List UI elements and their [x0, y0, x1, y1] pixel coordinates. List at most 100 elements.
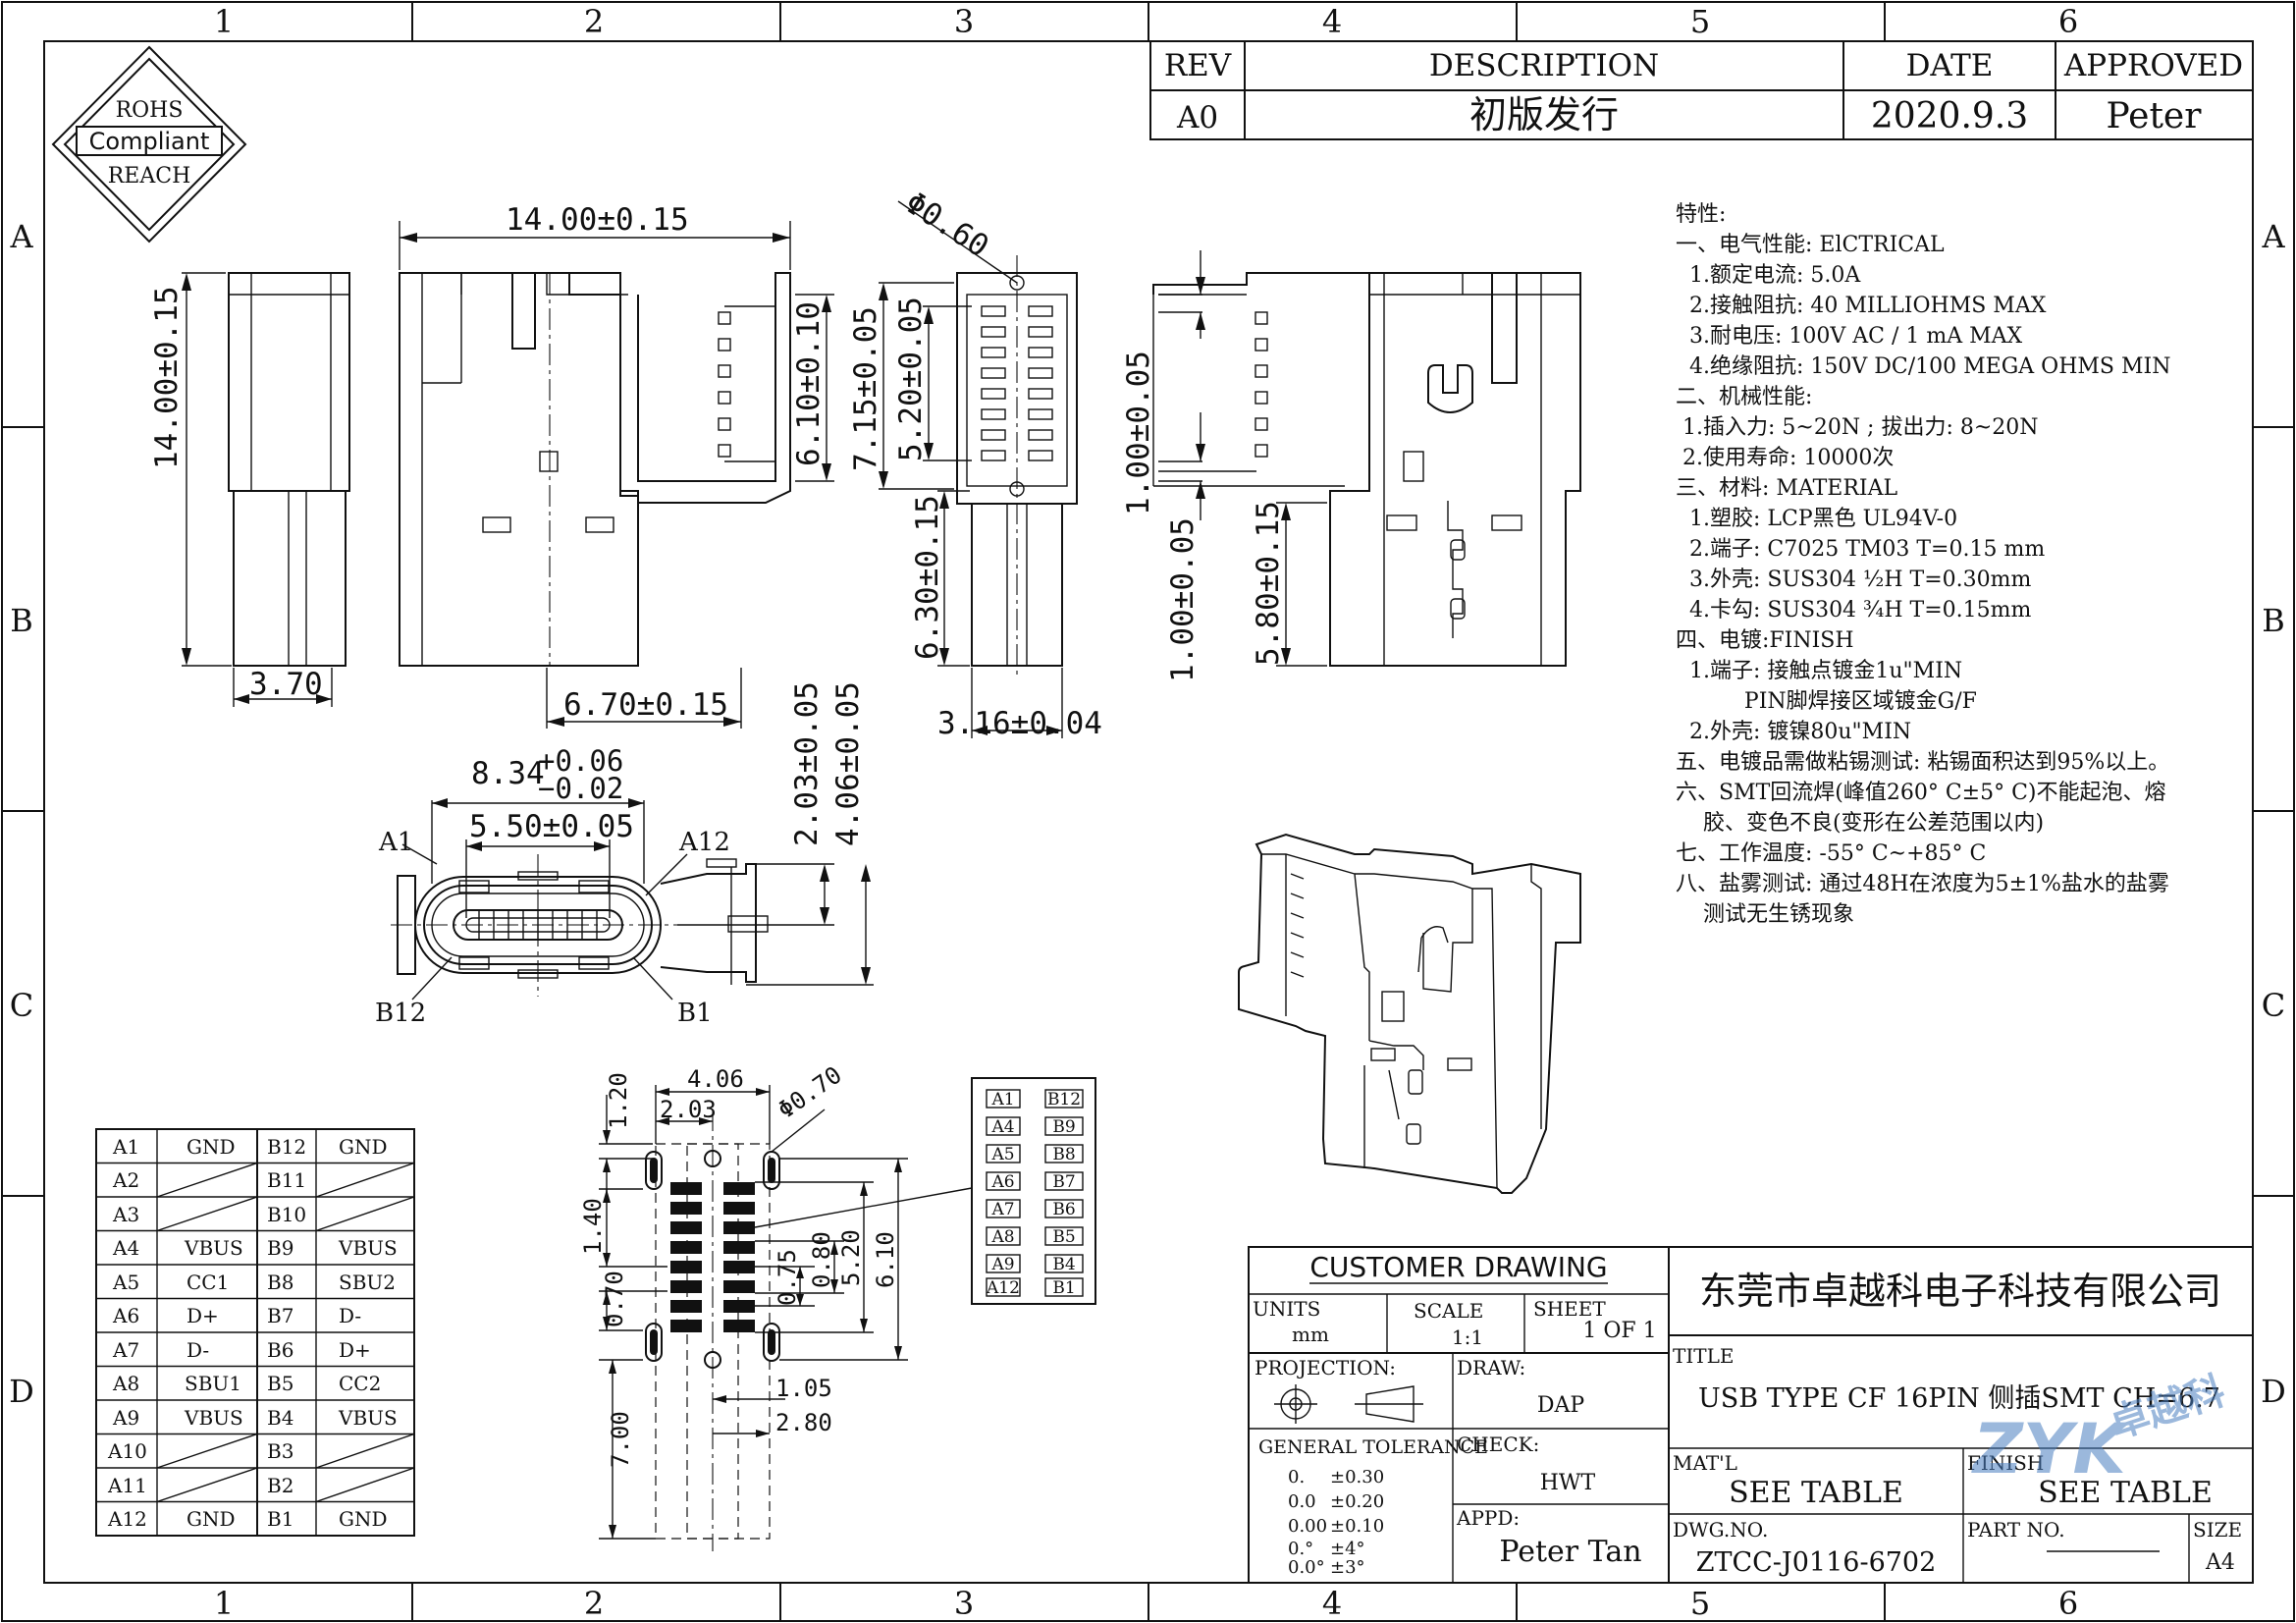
- fp-dim-700: 7.00: [607, 1411, 634, 1468]
- projection-label: PROJECTION:: [1255, 1356, 1396, 1380]
- dim-715: 7.15±0.05: [848, 306, 883, 471]
- revision-header-approved: APPROVED: [2063, 48, 2243, 83]
- rohs-reach-logo: ROHS Compliant REACH: [51, 45, 247, 243]
- pad-legend-label: B4: [1052, 1255, 1075, 1274]
- matl-label: MAT'L: [1673, 1451, 1737, 1475]
- logo-compliant-text: Compliant: [89, 128, 210, 155]
- fp-dim-140: 1.40: [579, 1198, 607, 1255]
- dim-550: 5.50±0.05: [469, 809, 634, 844]
- opening-view: [391, 854, 785, 997]
- pad-legend-label: A4: [990, 1117, 1014, 1137]
- finish-label: FINISH: [1967, 1451, 2044, 1475]
- row-label: D: [9, 1373, 34, 1410]
- check-value: HWT: [1540, 1471, 1596, 1495]
- row-labels-left: A B C D: [9, 218, 34, 1410]
- spec-line: 二、机械性能:: [1676, 385, 1812, 409]
- revision-value-approved: Peter: [2107, 96, 2203, 136]
- pin-cell: B9: [267, 1236, 294, 1260]
- spec-line: 2.外壳: 镀镍80u"MIN: [1676, 720, 1911, 744]
- tolerance-format: 0.°: [1288, 1539, 1313, 1559]
- pcb-footprint: [645, 1109, 973, 1551]
- dim-203: 2.03±0.05: [789, 681, 825, 846]
- size-label: SIZE: [2193, 1518, 2242, 1542]
- pad-legend-label: A8: [990, 1227, 1014, 1247]
- pin-cell: D-: [187, 1338, 209, 1362]
- tolerance-label: GENERAL TOLERANCE: [1258, 1436, 1488, 1458]
- side-view: [228, 272, 350, 667]
- rear-view: [1152, 272, 1581, 667]
- part-label: PART NO.: [1967, 1518, 2065, 1542]
- fp-dim-610: 6.10: [872, 1231, 899, 1288]
- units-label: UNITS: [1253, 1297, 1320, 1321]
- pin-cell: GND: [339, 1507, 388, 1531]
- spec-line: 特性:: [1676, 202, 1726, 227]
- spec-line: 4.绝缘阻抗: 150V DC/100 MEGA OHMS MIN: [1676, 354, 2170, 379]
- column-label: 2: [584, 1585, 604, 1622]
- pin-cell: A7: [112, 1338, 139, 1362]
- customer-drawing-label: CUSTOMER DRAWING: [1309, 1251, 1607, 1283]
- pin-assignment-table: A1 GND B12 GND A2 B11 A3 B10 A4 VBUS B9 …: [95, 1128, 415, 1537]
- pin-cell: VBUS: [338, 1236, 398, 1260]
- column-label: 6: [2058, 3, 2078, 40]
- contact-row-left: [981, 305, 1006, 461]
- dim-100b: 1.00±0.05: [1165, 517, 1201, 682]
- logo-rohs-text: ROHS: [116, 98, 184, 123]
- row-labels-right: A B C D: [2261, 218, 2286, 1410]
- scale-label: SCALE: [1414, 1299, 1483, 1323]
- finish-value: SEE TABLE: [2038, 1476, 2213, 1510]
- column-label: 4: [1322, 3, 1342, 40]
- spec-line: 2.使用寿命: 10000次: [1676, 446, 1894, 470]
- row-label: A: [2261, 218, 2285, 255]
- tolerance-format: 0.0°: [1288, 1557, 1325, 1578]
- pad-legend-label: B7: [1052, 1172, 1075, 1192]
- projection-symbol-icon: [1274, 1384, 1423, 1424]
- pad-legend-label: A12: [986, 1278, 1020, 1298]
- pin-cell: SBU2: [339, 1271, 396, 1294]
- isometric-view: [1238, 833, 1581, 1194]
- pin-cell: B10: [267, 1203, 306, 1226]
- contact-row-right: [1028, 305, 1053, 461]
- fp-dim-080: 0.80: [808, 1231, 835, 1288]
- row-label: C: [10, 987, 33, 1024]
- watermark-logo-text: ZYK: [1971, 1409, 2130, 1489]
- tolerance-value: ±0.10: [1330, 1516, 1384, 1537]
- pin-cell: B7: [267, 1304, 294, 1327]
- logo-reach-text: REACH: [108, 164, 191, 189]
- sheet-value: 1 OF 1: [1582, 1319, 1656, 1343]
- revision-value-date: 2020.9.3: [1871, 96, 2028, 136]
- appd-label: APPD:: [1456, 1506, 1520, 1530]
- footprint-pads-left: [670, 1182, 702, 1332]
- pin-cell: A4: [112, 1236, 139, 1260]
- dim-520: 5.20±0.05: [893, 297, 929, 461]
- revision-value-rev: A0: [1176, 100, 1218, 135]
- tolerance-format: 0.00: [1288, 1516, 1327, 1537]
- title-label: TITLE: [1673, 1344, 1734, 1368]
- spec-line: 四、电镀:FINISH: [1676, 628, 1854, 653]
- units-value: mm: [1292, 1323, 1329, 1346]
- spec-line: 2.端子: C7025 TM03 T=0.15 mm: [1676, 537, 2045, 562]
- column-label: 1: [214, 1585, 234, 1622]
- revision-header-description: DESCRIPTION: [1429, 48, 1659, 83]
- dwg-value: ZTCC-J0116-6702: [1696, 1547, 1937, 1578]
- tolerance-value: ±3°: [1330, 1557, 1365, 1578]
- check-label: CHECK:: [1457, 1433, 1539, 1456]
- spec-line: 三、材料: MATERIAL: [1676, 476, 1897, 501]
- row-label: A: [9, 218, 33, 255]
- column-label: 4: [1322, 1585, 1342, 1622]
- spec-line: 胶、变色不良(变形在公差范围以内): [1676, 811, 2044, 836]
- dim-834: 8.34: [471, 756, 545, 791]
- pin-cell: A12: [107, 1507, 147, 1531]
- spec-line: 八、盐雾测试: 通过48H在浓度为5±1%盐水的盐雾: [1676, 872, 2169, 896]
- front-view: [399, 272, 791, 667]
- pin-label-b1: B1: [677, 999, 713, 1028]
- column-label: 3: [954, 1585, 974, 1622]
- size-value: A4: [2205, 1550, 2235, 1575]
- revision-header-date: DATE: [1906, 48, 1994, 83]
- pad-legend-label: A9: [990, 1255, 1014, 1274]
- pin-cell: B4: [267, 1406, 294, 1430]
- pin-cell: A5: [112, 1271, 139, 1294]
- column-label: 6: [2058, 1585, 2078, 1622]
- tolerance-format: 0.0: [1288, 1491, 1316, 1512]
- pin-cell: A1: [112, 1135, 139, 1159]
